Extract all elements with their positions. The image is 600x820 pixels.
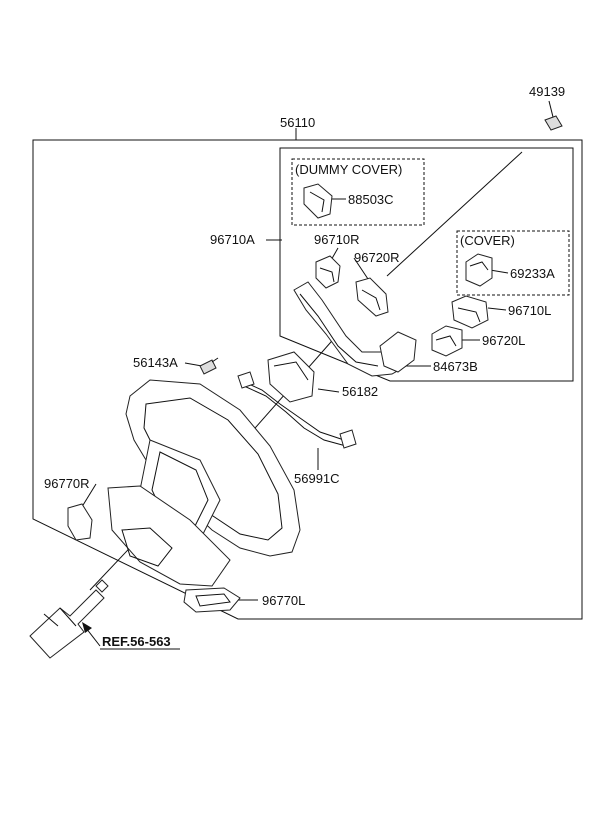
label-88503c: 88503C [348, 192, 394, 207]
cover-strip-84673b [379, 331, 417, 373]
assembly-frame [32, 139, 583, 620]
wiring-harness-56991c [237, 371, 357, 449]
switch-96720l [431, 325, 463, 357]
label-96710a: 96710A [210, 232, 255, 247]
trim-96770l [183, 587, 241, 613]
steering-wheel [107, 379, 301, 587]
steering-column [29, 579, 109, 659]
label-96720r: 96720R [354, 250, 400, 265]
label-69233a: 69233A [510, 266, 555, 281]
label-96770r: 96770R [44, 476, 90, 491]
clip-49139 [544, 115, 563, 131]
label-dummy-cover: (DUMMY COVER) [295, 162, 402, 177]
module-56182 [267, 351, 315, 403]
switch-96720r [355, 277, 389, 317]
leader-lines [79, 100, 554, 601]
label-cover: (COVER) [460, 233, 515, 248]
label-84673b: 84673B [433, 359, 478, 374]
label-56991c: 56991C [294, 471, 340, 486]
trim-96770r [67, 503, 93, 541]
label-49139: 49139 [529, 84, 565, 99]
switch-96710l [451, 295, 489, 329]
cover-box [456, 230, 570, 296]
label-96710l: 96710L [508, 303, 551, 318]
label-96710r: 96710R [314, 232, 360, 247]
label-96770l: 96770L [262, 593, 305, 608]
label-ref[interactable]: REF.56-563 [102, 634, 171, 649]
cover-part [465, 253, 493, 287]
label-56143a: 56143A [133, 355, 178, 370]
ref-arrow [82, 622, 180, 650]
dummy-cover-box [291, 158, 425, 226]
switch-96710r [315, 255, 341, 289]
bolt-56143a [199, 357, 219, 375]
label-96720l: 96720L [482, 333, 525, 348]
label-56110: 56110 [280, 115, 315, 130]
label-56182: 56182 [342, 384, 378, 399]
dummy-cover-part [303, 183, 333, 219]
